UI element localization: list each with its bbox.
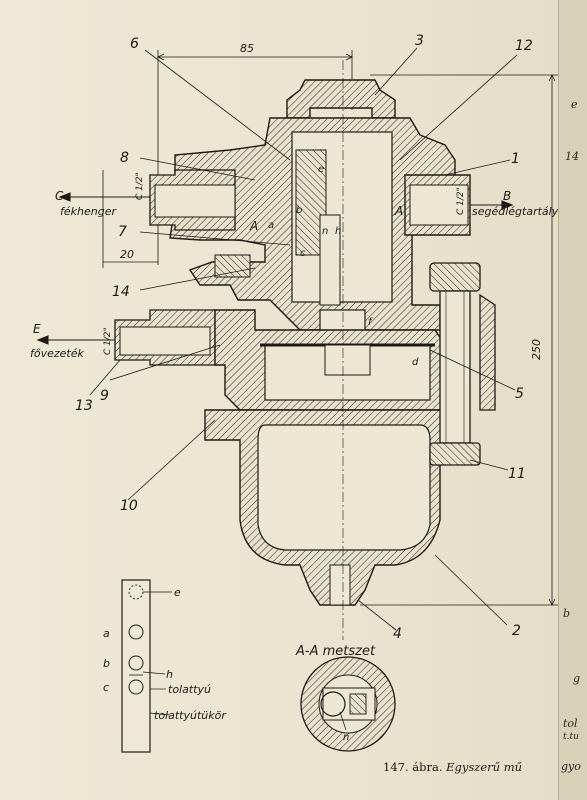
callout-11: 11 (508, 466, 526, 482)
callout-3: 3 (415, 33, 424, 49)
svg-text:b: b (296, 205, 302, 216)
callout-14: 14 (112, 284, 130, 300)
svg-text:h: h (335, 226, 341, 237)
piston-rod (319, 214, 341, 306)
callout-7: 7 (118, 224, 127, 240)
callout-labels: 6 3 12 8 1 7 14 13 9 5 10 11 2 4 (75, 33, 533, 642)
svg-text:n: n (322, 226, 328, 237)
right-flange (479, 293, 496, 411)
section-a-right: A (394, 204, 403, 218)
svg-text:f: f (368, 317, 373, 328)
port-labels: C fékhenger B segédlégtartály E fővezeté… (30, 172, 559, 360)
slide-port-labels: e a b h c tolattyú tolattyútükör (103, 586, 227, 722)
section-a-left: A (249, 219, 258, 233)
right-port (409, 184, 469, 226)
callout-4: 4 (393, 626, 402, 642)
svg-text:b: b (103, 657, 110, 670)
neighbor-fragment: t.tu (563, 732, 579, 742)
dimension-labels: 85 20 250 (120, 42, 543, 360)
dimension-250 (360, 74, 558, 606)
section-aa-detail (300, 656, 396, 752)
dim-20-label: 20 (120, 248, 134, 261)
svg-text:c: c (300, 248, 306, 259)
port-e-letter: E (33, 322, 41, 336)
drain-bore (329, 564, 351, 606)
port-b-name: segédlégtartály (472, 205, 559, 218)
slide-port-diagram (121, 579, 172, 753)
neighbor-fragment: gyo (561, 760, 581, 773)
svg-text:a: a (103, 627, 110, 640)
reservoir-inner (257, 424, 431, 551)
neighbor-page-edge: 14 e b g tol t.tu gyo (558, 0, 587, 800)
left-port (154, 184, 236, 218)
callout-2: 2 (512, 623, 521, 639)
svg-text:d: d (412, 357, 419, 368)
section-aa-letter: n (343, 732, 349, 743)
dimension-20 (102, 170, 158, 268)
callout-6: 6 (130, 36, 139, 52)
svg-text:tolattyú: tolattyú (168, 683, 211, 696)
section-aa-title: A-A metszet (295, 644, 376, 659)
port-e-name: fővezeték (30, 347, 85, 360)
e-port (119, 326, 211, 356)
svg-text:h: h (166, 668, 173, 681)
dim-85-label: 85 (240, 42, 254, 55)
callout-10: 10 (120, 498, 138, 514)
caption-number: 147. ábra. (383, 760, 443, 774)
fitting-14 (214, 254, 251, 278)
figure-caption: 147. ábra. Egyszerű mű (383, 760, 522, 774)
port-c-letter: C (55, 189, 64, 203)
svg-text:c: c (103, 681, 109, 694)
neighbor-fragment: g (573, 672, 581, 685)
svg-text:e: e (174, 586, 181, 599)
size-c: C 1/2" (135, 172, 145, 200)
port-b-letter: B (503, 189, 511, 203)
size-b: C 1/2" (456, 187, 466, 215)
callout-1: 1 (511, 151, 520, 167)
neighbor-fragment: 14 (565, 150, 579, 163)
caption-text: Egyszerű mű (446, 760, 523, 774)
callout-8: 8 (120, 150, 129, 166)
callout-5: 5 (515, 386, 524, 402)
svg-text:a: a (268, 220, 274, 231)
bolt-11 (429, 262, 481, 466)
neighbor-fragment: b (563, 607, 571, 620)
neighbor-fragment: e (571, 98, 578, 111)
callout-13: 13 (75, 398, 93, 414)
svg-text:tolattyútükör: tolattyútükör (154, 709, 227, 722)
svg-text:e: e (318, 164, 324, 175)
leader-lines (89, 47, 518, 631)
size-e: C 1/2" (103, 327, 113, 355)
port-c-name: fékhenger (60, 205, 117, 218)
callout-9: 9 (100, 388, 109, 404)
dim-250-label: 250 (530, 339, 543, 360)
inner-letters: e a b c d f h n (268, 164, 419, 368)
top-cap (286, 79, 396, 119)
callout-12: 12 (515, 38, 533, 54)
flow-arrows (36, 192, 514, 345)
piston (324, 344, 371, 376)
neighbor-fragment: tol (563, 717, 578, 730)
